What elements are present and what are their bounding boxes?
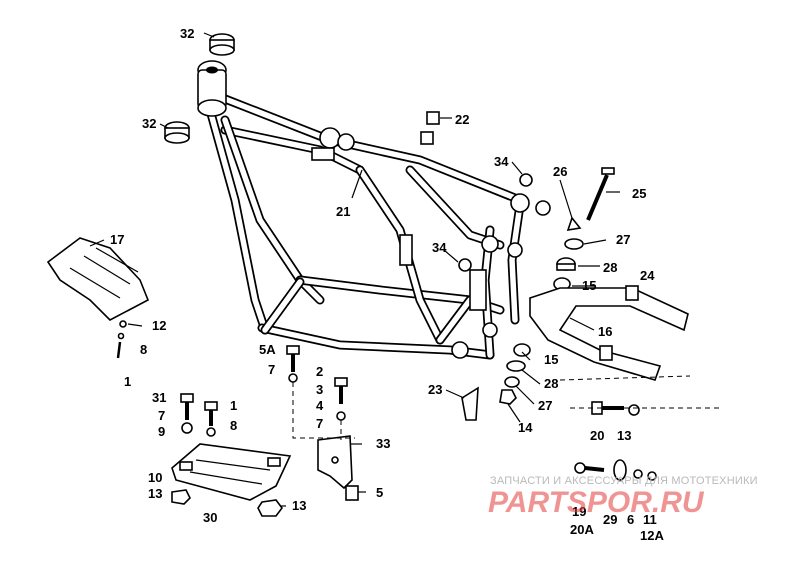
skid-plate-17 (46, 237, 150, 321)
callout-15: 15 (582, 278, 596, 293)
callout-24: 24 (640, 268, 655, 283)
nut-13-left (171, 489, 191, 505)
callout-27: 27 (538, 398, 552, 413)
callout-14: 14 (518, 420, 533, 435)
bolt-2 (334, 377, 348, 421)
leader-lines (89, 32, 720, 507)
callout-4: 4 (316, 398, 324, 413)
callout-30: 30 (203, 510, 217, 525)
callout-31: 31 (152, 390, 166, 405)
callout-13: 13 (292, 498, 306, 513)
callout-17: 17 (110, 232, 124, 247)
bushings-lower (499, 343, 531, 405)
watermark-tagline: ЗАПЧАСТИ И АКСЕССУАРЫ ДЛЯ МОТОТЕХНИКИ (490, 475, 758, 487)
callout-29: 29 (603, 512, 617, 527)
bushings-right (553, 216, 584, 291)
callout-12: 12 (152, 318, 166, 333)
nut-34-lower (458, 258, 472, 272)
watermark-logo: PARTSPOR.RU (488, 486, 705, 519)
callout-32: 32 (180, 26, 194, 41)
hardware-bottom-right (574, 459, 657, 481)
callout-22: 22 (455, 112, 469, 127)
callout-19: 19 (572, 504, 586, 519)
hardware-left (116, 320, 127, 359)
callout-32: 32 (142, 116, 156, 131)
frame-bosses (311, 127, 551, 359)
bolt-5A (286, 345, 300, 383)
callout-16: 16 (598, 324, 612, 339)
callout-8: 8 (230, 418, 237, 433)
callout-34: 34 (432, 240, 447, 255)
callout-11: 11 (643, 512, 657, 527)
callout-8: 8 (140, 342, 147, 357)
callout-7: 7 (268, 362, 275, 377)
callout-12A: 12A (640, 528, 664, 543)
callout-labels: 32 32 22 34 26 25 21 17 34 27 28 24 15 1… (110, 26, 664, 543)
swingarm-24 (529, 285, 689, 381)
callout-15: 15 (544, 352, 558, 367)
callout-5: 5 (376, 485, 383, 500)
callout-13: 13 (617, 428, 631, 443)
bearing-cup-top (209, 33, 235, 56)
callout-28: 28 (544, 376, 558, 391)
nut-13-bottom (257, 499, 283, 517)
mount-22 (420, 111, 440, 145)
bracket-23 (461, 386, 479, 421)
callout-1: 1 (124, 374, 131, 389)
bearing-cup-bottom (164, 121, 190, 144)
callout-26: 26 (553, 164, 567, 179)
watermark: ЗАПЧАСТИ И АКСЕССУАРЫ ДЛЯ МОТОТЕХНИКИ PA… (488, 475, 758, 519)
callout-23: 23 (428, 382, 442, 397)
callout-28: 28 (603, 260, 617, 275)
bolt-1 (204, 401, 218, 437)
callout-7: 7 (316, 416, 323, 431)
callout-27: 27 (616, 232, 630, 247)
callout-34: 34 (494, 154, 509, 169)
callout-21: 21 (336, 204, 350, 219)
frame-tubes (205, 90, 525, 360)
callout-33: 33 (376, 436, 390, 451)
callout-25: 25 (632, 186, 646, 201)
callout-6: 6 (627, 512, 634, 527)
callout-5A: 5A (259, 342, 276, 357)
callout-3: 3 (316, 382, 323, 397)
callout-20A: 20A (570, 522, 594, 537)
callout-20: 20 (590, 428, 604, 443)
callout-13: 13 (148, 486, 162, 501)
callout-7: 7 (158, 408, 165, 423)
bolt-31 (180, 393, 194, 434)
bolt-5 (345, 485, 359, 501)
callout-10: 10 (148, 470, 162, 485)
callout-9: 9 (158, 424, 165, 439)
mount-plate-30 (171, 443, 292, 501)
bracket-33 (317, 435, 353, 490)
callout-1: 1 (230, 398, 237, 413)
pivot-bolt-25 (586, 167, 615, 221)
nut-34-upper (519, 173, 533, 187)
callout-2: 2 (316, 364, 323, 379)
steering-head (197, 60, 227, 117)
